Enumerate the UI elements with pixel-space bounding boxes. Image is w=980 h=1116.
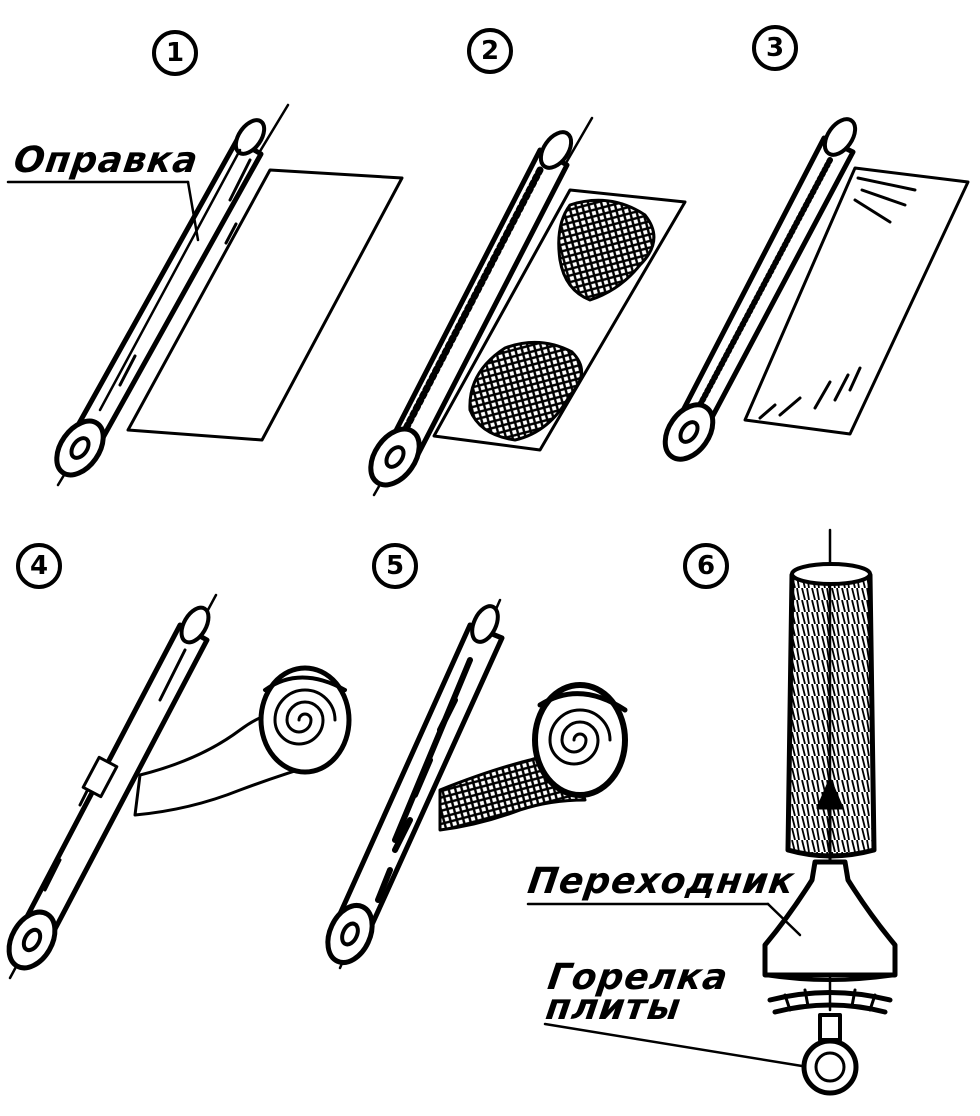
mandrel-end-3 [662,402,716,462]
figure-4 [6,593,352,980]
step-number-4: 4 [16,543,62,589]
up-arrow [816,778,844,862]
paper-roll-4 [258,665,352,775]
mandrel-end-5 [325,903,375,965]
glue-patch-1 [557,198,656,302]
label-adapter: Переходник [525,861,798,902]
figure-5 [325,598,628,970]
mandrel-end-4 [6,909,58,971]
burner-knob [801,1038,859,1096]
step-number-1: 1 [152,30,198,76]
figure-6 [526,528,898,1096]
step-number-2: 2 [467,28,513,74]
paper-sheet-1 [126,168,404,442]
paper-roll-5 [532,682,628,798]
burner-leader-line [543,1022,804,1068]
figure-1 [6,103,404,487]
paper-sheet-3 [743,166,970,436]
glue-patch-2 [468,340,583,442]
burner-ring [767,990,893,1015]
figure-3 [662,117,970,462]
step-number-5: 5 [372,543,418,589]
mandrel-end-1 [54,418,106,478]
step-number-6: 6 [683,543,729,589]
label-mandrel: Оправка [11,140,201,181]
label-burner-line2: плиты [543,987,684,1028]
step-number-3: 3 [752,25,798,71]
mandrel-end-2 [368,426,422,488]
figure-2 [368,116,687,497]
